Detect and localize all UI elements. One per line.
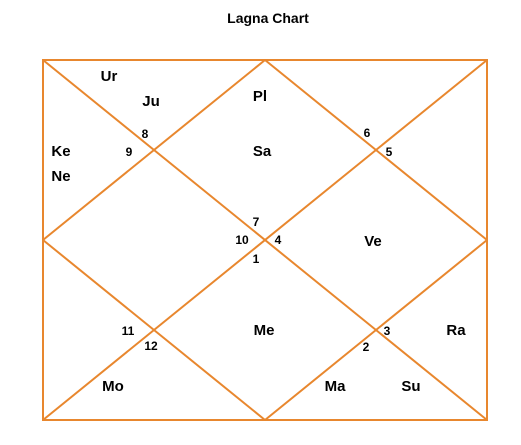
house-number-9: 9 — [126, 145, 133, 159]
house-number-2: 2 — [363, 340, 370, 354]
house-number-7: 7 — [253, 215, 260, 229]
planet-me: Me — [254, 322, 275, 339]
chart-title: Lagna Chart — [227, 10, 309, 26]
planet-ma: Ma — [325, 378, 346, 395]
house-number-10: 10 — [235, 233, 249, 247]
diamond-top-left — [42, 59, 266, 241]
planet-labels: Ur Ju Pl Ke Ne Sa Ve Me Ra Mo Ma Su — [51, 68, 466, 395]
diagonal-anti — [42, 59, 488, 421]
planet-ke: Ke — [51, 143, 70, 160]
house-numbers: 8 9 6 5 7 10 4 1 11 12 3 2 — [122, 126, 393, 354]
house-number-1: 1 — [253, 252, 260, 266]
planet-sa: Sa — [253, 143, 272, 160]
diamond-bottom-right — [264, 239, 488, 421]
house-number-11: 11 — [122, 324, 135, 338]
chart-grid — [42, 59, 488, 421]
planet-pl: Pl — [253, 88, 267, 105]
house-number-12: 12 — [144, 339, 158, 353]
house-number-8: 8 — [142, 127, 149, 141]
house-number-5: 5 — [386, 145, 393, 159]
planet-ju: Ju — [142, 93, 160, 110]
planet-mo: Mo — [102, 378, 124, 395]
planet-ra: Ra — [446, 322, 466, 339]
house-number-4: 4 — [275, 233, 282, 247]
diamond-bottom-left — [42, 239, 266, 421]
diamond-top-right — [264, 59, 488, 241]
house-number-3: 3 — [384, 324, 391, 338]
planet-su: Su — [401, 378, 420, 395]
planet-ve: Ve — [364, 233, 382, 250]
house-number-6: 6 — [364, 126, 371, 140]
planet-ne: Ne — [51, 168, 70, 185]
planet-ur: Ur — [101, 68, 118, 85]
